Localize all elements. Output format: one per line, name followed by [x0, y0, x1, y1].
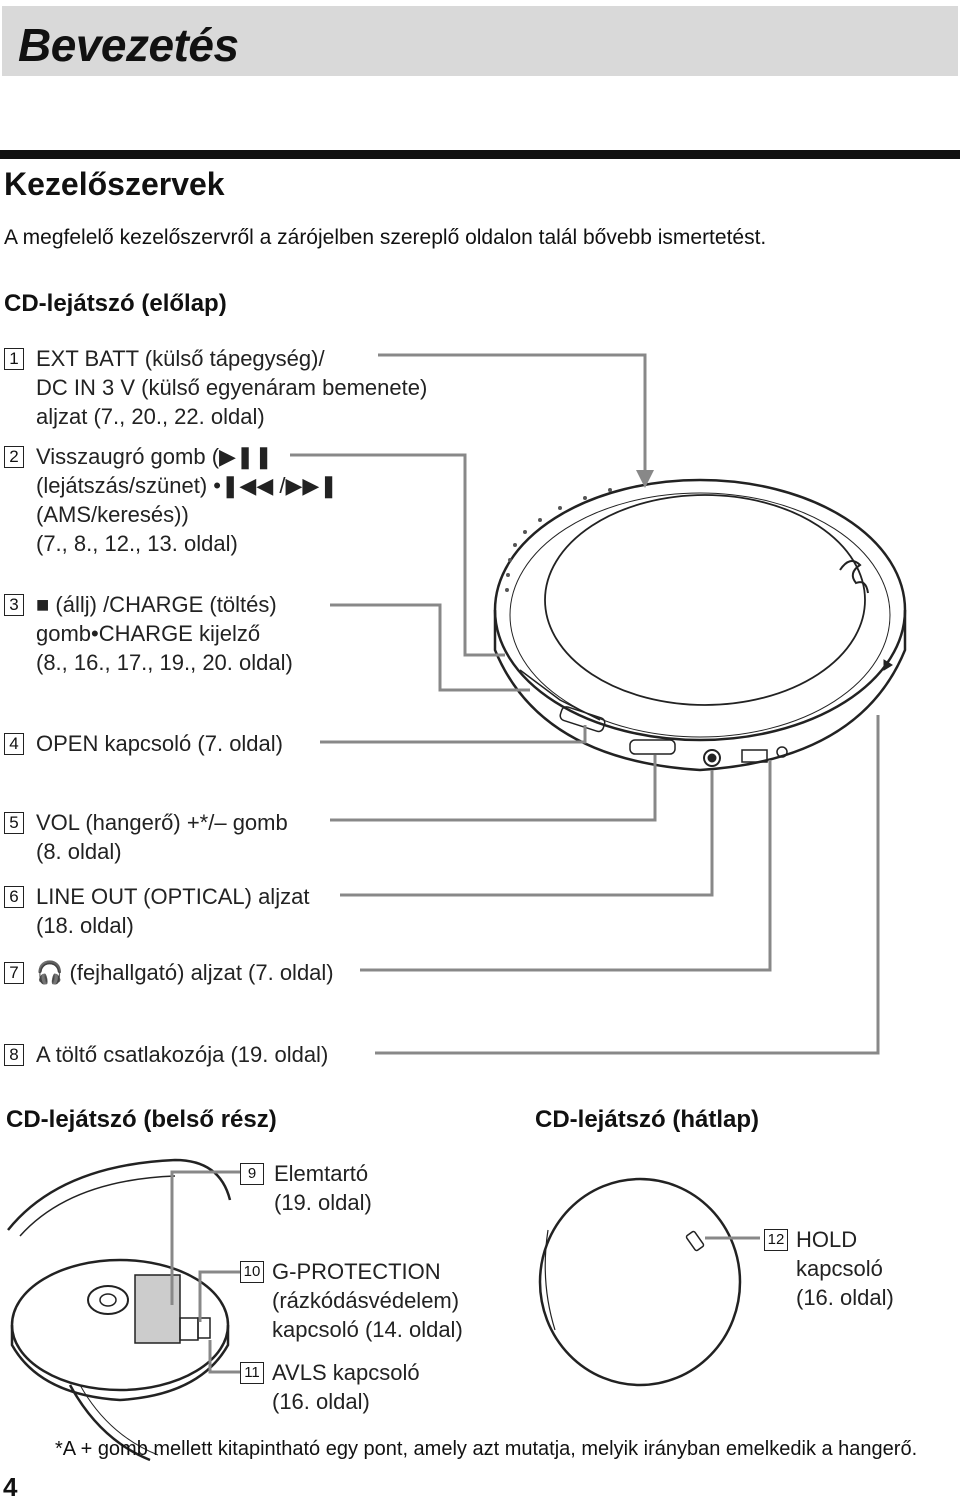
- front-item-4: 4 OPEN kapcsoló (7. oldal): [4, 729, 324, 759]
- front-item-7: 7 🎧 (fejhallgató) aljzat (7. oldal): [4, 958, 364, 988]
- page-number: 4: [3, 1472, 18, 1502]
- inside-item-11: 11 AVLS kapcsoló (16. oldal): [240, 1358, 480, 1418]
- footnote: *A + gomb mellett kitapintható egy pont,…: [55, 1438, 918, 1460]
- inside-heading: CD-lejátszó (belső rész): [6, 1106, 277, 1133]
- front-heading: CD-lejátszó (előlap): [4, 290, 227, 317]
- inside-item-10: 10 G-PROTECTION (rázkódásvédelem) kapcso…: [240, 1257, 500, 1347]
- intro-text: A megfelelő kezelőszervről a zárójelben …: [4, 226, 767, 249]
- section-rule: [0, 150, 960, 159]
- section-title: Kezelőszervek: [4, 166, 225, 202]
- front-item-2: 2 Visszaugró gomb (▶❚❚ (lejátszás/szünet…: [4, 442, 354, 562]
- back-player-illustration: [538, 1177, 742, 1387]
- inside-player-illustration: [7, 1158, 232, 1462]
- front-callout-lines: [290, 353, 880, 1055]
- front-item-1: 1 EXT BATT (külső tápegység)/ DC IN 3 V …: [4, 344, 484, 434]
- front-item-6: 6 LINE OUT (OPTICAL) aljzat (18. oldal): [4, 882, 344, 942]
- front-item-8: 8 A töltő csatlakozója (19. oldal): [4, 1040, 374, 1070]
- page-title: Bevezetés: [18, 19, 239, 71]
- back-item-12: 12 HOLD kapcsoló (16. oldal): [764, 1225, 944, 1315]
- title-bar: Bevezetés: [2, 6, 958, 76]
- front-player-illustration: [493, 478, 907, 772]
- inside-item-9: 9 Elemtartó (19. oldal): [240, 1159, 480, 1219]
- front-item-5: 5 VOL (hangerő) +*/– gomb (8. oldal): [4, 808, 334, 868]
- back-heading: CD-lejátszó (hátlap): [535, 1106, 760, 1133]
- front-item-3: 3 ■ (állj) /CHARGE (töltés) gomb•CHARGE …: [4, 590, 344, 680]
- inside-callout-lines: [170, 1170, 240, 1374]
